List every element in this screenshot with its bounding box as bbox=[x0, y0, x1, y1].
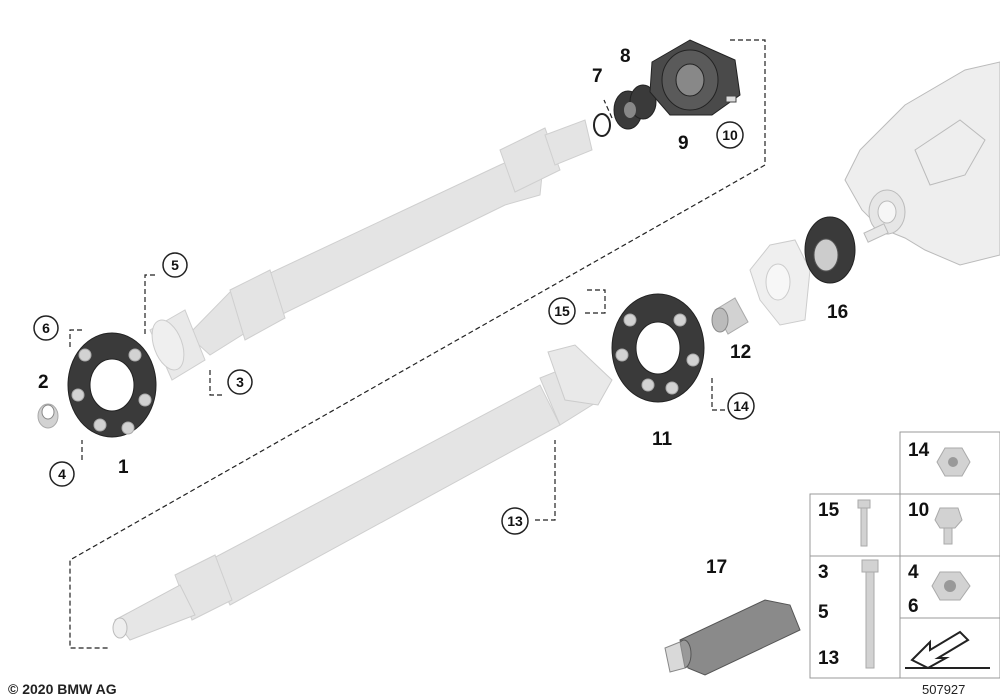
callout-3: 3 bbox=[227, 369, 253, 395]
hex-bolt-short-icon bbox=[857, 499, 871, 547]
centering-bush bbox=[37, 403, 59, 429]
callout-11: 11 bbox=[652, 429, 673, 450]
legend-label-15: 15 bbox=[818, 500, 840, 521]
flange-bolt-icon bbox=[934, 507, 963, 545]
legend-label-4: 4 bbox=[908, 562, 919, 583]
snap-ring bbox=[593, 113, 611, 137]
callout-6: 6 bbox=[33, 315, 59, 341]
copyright-text: © 2020 BMW AG bbox=[8, 681, 117, 697]
leader-lines bbox=[69, 39, 766, 649]
centering-sleeve bbox=[711, 297, 749, 335]
center-bearing bbox=[649, 39, 741, 116]
circled-callouts: 5 6 3 4 10 15 14 13 bbox=[33, 121, 755, 535]
legend-label-13: 13 bbox=[818, 648, 839, 669]
svg-text:6: 6 bbox=[42, 320, 50, 336]
svg-text:14: 14 bbox=[733, 398, 749, 414]
svg-text:5: 5 bbox=[171, 257, 179, 273]
rear-differential-housing bbox=[844, 61, 1000, 266]
callout-9: 9 bbox=[678, 133, 689, 154]
callout-10: 10 bbox=[716, 121, 744, 149]
hex-bolt-long-icon bbox=[861, 559, 879, 669]
legend-label-3: 3 bbox=[818, 562, 829, 583]
callout-4: 4 bbox=[49, 461, 75, 487]
callout-12: 12 bbox=[730, 342, 751, 363]
svg-text:3: 3 bbox=[236, 374, 244, 390]
callout-16: 16 bbox=[827, 302, 848, 323]
fastener-legend-table: 14 15 10 3 5 13 4 6 bbox=[809, 431, 1000, 679]
legend-label-14: 14 bbox=[908, 440, 930, 461]
callout-8: 8 bbox=[620, 46, 631, 67]
bellows-seal bbox=[613, 84, 657, 130]
rear-propshaft-section bbox=[149, 119, 593, 381]
direction-arrow-icon bbox=[905, 630, 990, 670]
flex-disc-right bbox=[611, 293, 705, 403]
diagram-number: 507927 bbox=[922, 682, 965, 697]
flex-disc-left bbox=[67, 332, 157, 438]
self-locking-nut-icon bbox=[931, 571, 971, 601]
svg-text:10: 10 bbox=[722, 127, 738, 143]
legend-label-6: 6 bbox=[908, 596, 919, 617]
callout-2: 2 bbox=[38, 372, 49, 393]
callout-15: 15 bbox=[548, 297, 576, 325]
svg-text:4: 4 bbox=[58, 466, 66, 482]
svg-text:15: 15 bbox=[554, 303, 570, 319]
hex-flange-nut-icon bbox=[936, 447, 971, 477]
svg-text:13: 13 bbox=[507, 513, 523, 529]
legend-label-5: 5 bbox=[818, 602, 829, 623]
radial-shaft-seal bbox=[804, 216, 856, 284]
output-flange bbox=[749, 239, 811, 326]
callout-13: 13 bbox=[501, 507, 529, 535]
front-propshaft-section bbox=[112, 344, 613, 641]
legend-label-10: 10 bbox=[908, 500, 929, 521]
callout-7: 7 bbox=[592, 66, 603, 87]
callout-5: 5 bbox=[162, 252, 188, 278]
callout-1: 1 bbox=[118, 457, 129, 478]
callout-17: 17 bbox=[706, 557, 727, 578]
grease-tube bbox=[664, 599, 801, 676]
callout-14: 14 bbox=[727, 392, 755, 420]
part-callouts: 1 2 7 8 9 11 12 16 17 bbox=[38, 46, 848, 578]
